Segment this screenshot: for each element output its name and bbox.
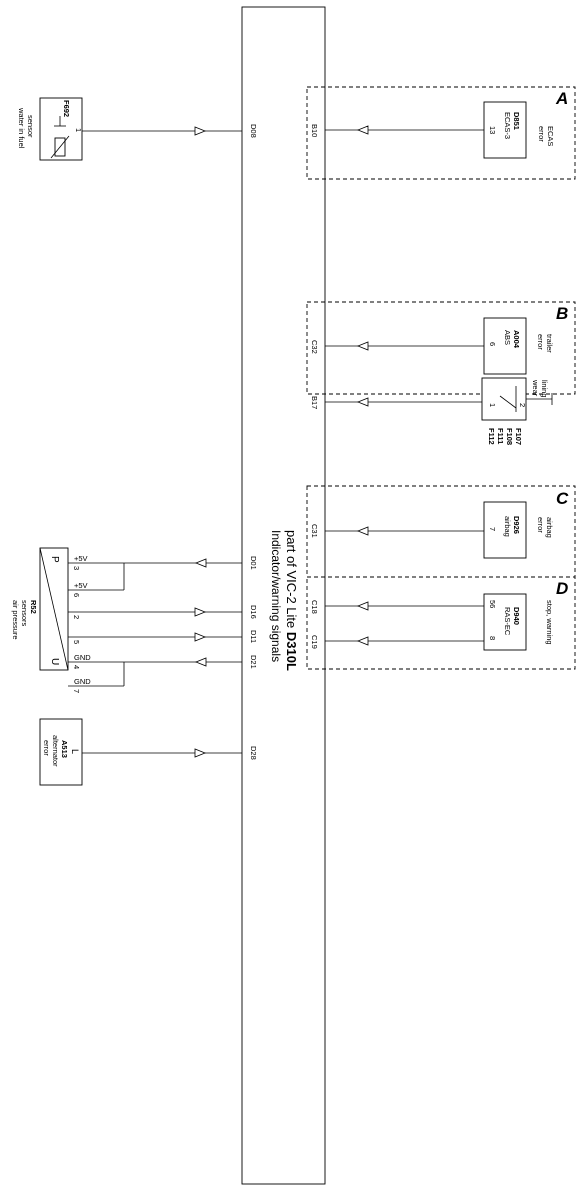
lining-desc1: lining bbox=[540, 380, 549, 398]
lining-switch-contact bbox=[499, 395, 517, 409]
sensor-r52-desc2: air pressure bbox=[11, 600, 20, 640]
r52-pin-6: 6 bbox=[72, 593, 81, 597]
wire-d01-arrow-icon bbox=[194, 558, 207, 568]
sensor-f692-symbol-slash bbox=[50, 135, 70, 159]
r52-pin-5: 5 bbox=[72, 640, 81, 644]
device-d851-box bbox=[483, 101, 527, 159]
wire-d08-arrow-icon bbox=[194, 126, 207, 136]
device-d940-pin-top: 56 bbox=[488, 600, 497, 608]
sensor-r52-code: R52 bbox=[29, 600, 38, 614]
device-a004-name: ABS bbox=[503, 330, 512, 345]
connector-b17: B17 bbox=[310, 396, 319, 409]
connector-c18: C18 bbox=[310, 600, 319, 614]
device-d926-box bbox=[483, 501, 527, 559]
section-b-letter: B bbox=[556, 304, 568, 323]
r52-gnd-label-1: GND bbox=[74, 653, 91, 662]
sensor-f692-code: F692 bbox=[62, 100, 71, 117]
wire-d21-arrow-icon bbox=[194, 657, 207, 667]
r52-plus5v-label-2: +5V bbox=[74, 581, 88, 590]
lining-code-3: F111 bbox=[496, 428, 505, 444]
section-a-frame bbox=[306, 86, 576, 180]
connector-d08: D08 bbox=[249, 124, 258, 138]
r52-pin-2: 2 bbox=[72, 615, 81, 619]
connector-d01: D01 bbox=[249, 556, 258, 570]
r52-pin-3: 3 bbox=[72, 566, 81, 570]
section-b-frame bbox=[306, 301, 576, 395]
wire-c32-arrow-icon bbox=[356, 341, 369, 351]
lining-code-1: F107 bbox=[514, 428, 523, 445]
device-a513-desc1: alternator bbox=[51, 735, 60, 767]
device-d940-box bbox=[483, 593, 527, 651]
device-a513-code: A513 bbox=[60, 740, 69, 758]
control-unit-box bbox=[241, 6, 326, 1185]
device-d926-name: airbag bbox=[503, 516, 512, 537]
section-c-frame bbox=[306, 485, 576, 578]
r52-pin-4: 4 bbox=[72, 665, 81, 669]
wire-d16-arrow-icon bbox=[194, 607, 207, 617]
device-d940-code: D940 bbox=[512, 607, 521, 625]
connector-c31: C31 bbox=[310, 524, 319, 538]
device-a004-code: A004 bbox=[512, 330, 521, 349]
device-a513-box bbox=[39, 718, 83, 786]
device-d940-desc1: stop, warning bbox=[545, 600, 554, 645]
connector-c32: C32 bbox=[310, 340, 319, 354]
r52-plus5v-label-1: +5V bbox=[74, 554, 88, 563]
sensor-r52-p-label: P bbox=[49, 556, 60, 563]
section-d-letter: D bbox=[556, 579, 568, 598]
device-d926-desc1: airbag bbox=[545, 517, 554, 538]
connector-d28: D28 bbox=[249, 746, 258, 760]
sensor-r52-desc1: sensors bbox=[20, 600, 29, 627]
section-c-letter: C bbox=[556, 489, 569, 508]
device-a004-desc1: trailer bbox=[545, 334, 554, 353]
connector-d11: D11 bbox=[249, 630, 258, 643]
device-d851-code: D851 bbox=[512, 112, 521, 130]
sensor-r52-u-label: U bbox=[49, 658, 60, 665]
lining-switch-pin2: 2 bbox=[518, 403, 527, 407]
r52-pin-7: 7 bbox=[72, 689, 81, 693]
connector-c19: C19 bbox=[310, 635, 319, 649]
device-a004-desc2: error bbox=[536, 334, 545, 350]
connector-b10: B10 bbox=[310, 124, 319, 137]
sensor-f692-pin: 1 bbox=[74, 128, 83, 132]
sensor-r52-diagonal bbox=[39, 547, 69, 671]
device-d940-name: RAS-EC bbox=[503, 607, 512, 636]
wire-d11-arrow-icon bbox=[194, 632, 207, 642]
r52-gnd-label-2: GND bbox=[74, 677, 91, 686]
device-d851-desc2: error bbox=[537, 126, 546, 142]
lining-desc2: wear bbox=[531, 379, 540, 397]
lining-switch-pin1: 1 bbox=[488, 403, 497, 407]
control-unit-title: part of VIC-2 Lite D310L bbox=[284, 530, 299, 671]
wire-c18-arrow-icon bbox=[356, 601, 369, 611]
connector-d16: D16 bbox=[249, 605, 258, 619]
device-a513-desc2: error bbox=[42, 740, 51, 756]
device-a513-pin: L bbox=[70, 749, 80, 754]
sensor-f692-desc2: water in fuel bbox=[17, 107, 26, 149]
wire-b17-arrow-icon bbox=[356, 397, 369, 407]
device-d926-code: D926 bbox=[512, 516, 521, 534]
wire-c31-arrow-icon bbox=[356, 526, 369, 536]
wire-d28-arrow-icon bbox=[194, 748, 207, 758]
device-d851-name: ECAS-3 bbox=[503, 112, 512, 139]
device-d926-desc2: error bbox=[536, 517, 545, 533]
section-a-letter: A bbox=[555, 89, 568, 108]
lining-code-4: F112 bbox=[487, 428, 496, 445]
wire-c19-arrow-icon bbox=[356, 636, 369, 646]
device-d851-pin: 13 bbox=[488, 126, 497, 134]
wire-b10-arrow-icon bbox=[356, 125, 369, 135]
device-d926-pin: 7 bbox=[488, 527, 497, 531]
lining-code-2: F108 bbox=[505, 428, 514, 445]
control-unit-subtitle: Indicator/warning signals bbox=[269, 530, 283, 662]
connector-d21: D21 bbox=[249, 655, 258, 669]
section-d-frame bbox=[306, 576, 576, 670]
device-a004-pin: 6 bbox=[488, 342, 497, 346]
device-d851-desc1: ECAS bbox=[546, 126, 555, 146]
device-d940-pin-bottom: 8 bbox=[488, 636, 497, 640]
sensor-f692-desc1: sensor bbox=[26, 115, 35, 138]
